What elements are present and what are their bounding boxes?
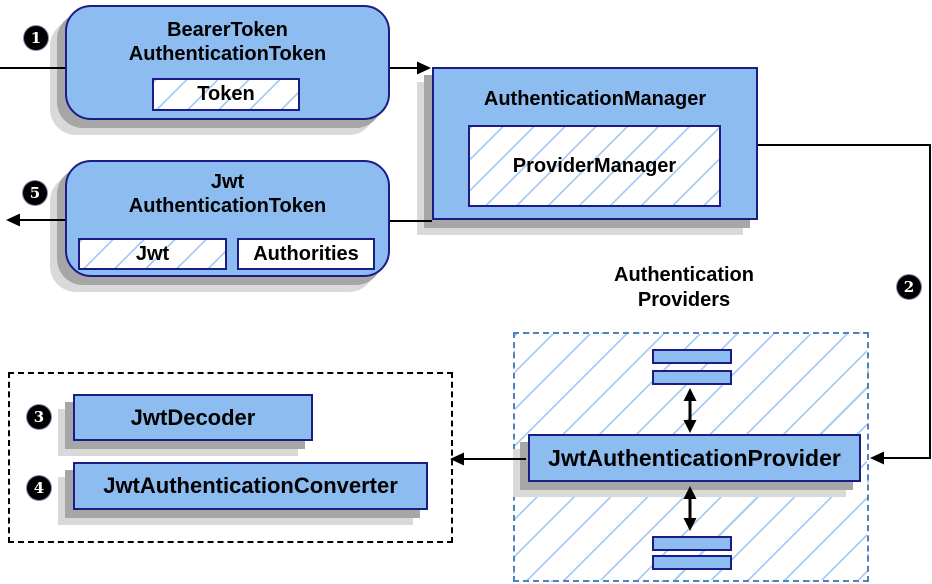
step-4-badge: 4 — [27, 476, 51, 500]
provider-placeholder-rect — [652, 536, 732, 551]
step-2-badge: 2 — [897, 275, 921, 299]
jwt-authentication-converter-label: JwtAuthenticationConverter — [103, 473, 398, 498]
jwt-authentication-converter-node: JwtAuthenticationConverter — [73, 462, 428, 510]
bearer-token-authentication-token-node: BearerToken AuthenticationToken — [65, 5, 390, 120]
authorities-field-label: Authorities — [253, 242, 359, 265]
bearer-to-manager-arrow — [390, 61, 431, 75]
jwt-token-title-line1: Jwt — [210, 171, 245, 193]
providers-heading-line2: Providers — [637, 289, 731, 311]
authorities-field: Authorities — [237, 238, 375, 270]
step-1-badge: 1 — [24, 26, 48, 50]
jwt-field: Jwt — [78, 238, 227, 270]
jwt-decoder-label: JwtDecoder — [130, 404, 256, 430]
provider-manager-label: ProviderManager — [512, 154, 677, 177]
jwt-decoder-node: JwtDecoder — [73, 394, 313, 441]
step-3-badge: 3 — [27, 405, 51, 429]
jwt-field-label: Jwt — [135, 242, 170, 265]
token-field-label: Token — [197, 83, 255, 105]
authentication-manager-title: AuthenticationManager — [483, 88, 707, 110]
jwt-authentication-provider-node: JwtAuthenticationProvider — [528, 434, 861, 482]
outgoing-success-arrow — [6, 213, 65, 227]
bearer-token-title-line2: AuthenticationToken — [128, 43, 327, 65]
token-field: Token — [152, 78, 300, 111]
provider-placeholder-rect — [652, 555, 732, 570]
jwt-authentication-provider-label: JwtAuthenticationProvider — [548, 444, 841, 471]
providers-heading-line1: Authentication — [614, 264, 754, 286]
provider-placeholder-rect — [652, 349, 732, 364]
provider-placeholder-rect — [652, 370, 732, 385]
jwt-token-title-line2: AuthenticationToken — [128, 195, 327, 217]
step-5-badge: 5 — [23, 181, 47, 205]
bearer-token-title-line1: BearerToken — [167, 19, 288, 41]
authentication-providers-heading: Authentication Providers — [559, 263, 809, 313]
provider-manager-field: ProviderManager — [468, 125, 721, 207]
